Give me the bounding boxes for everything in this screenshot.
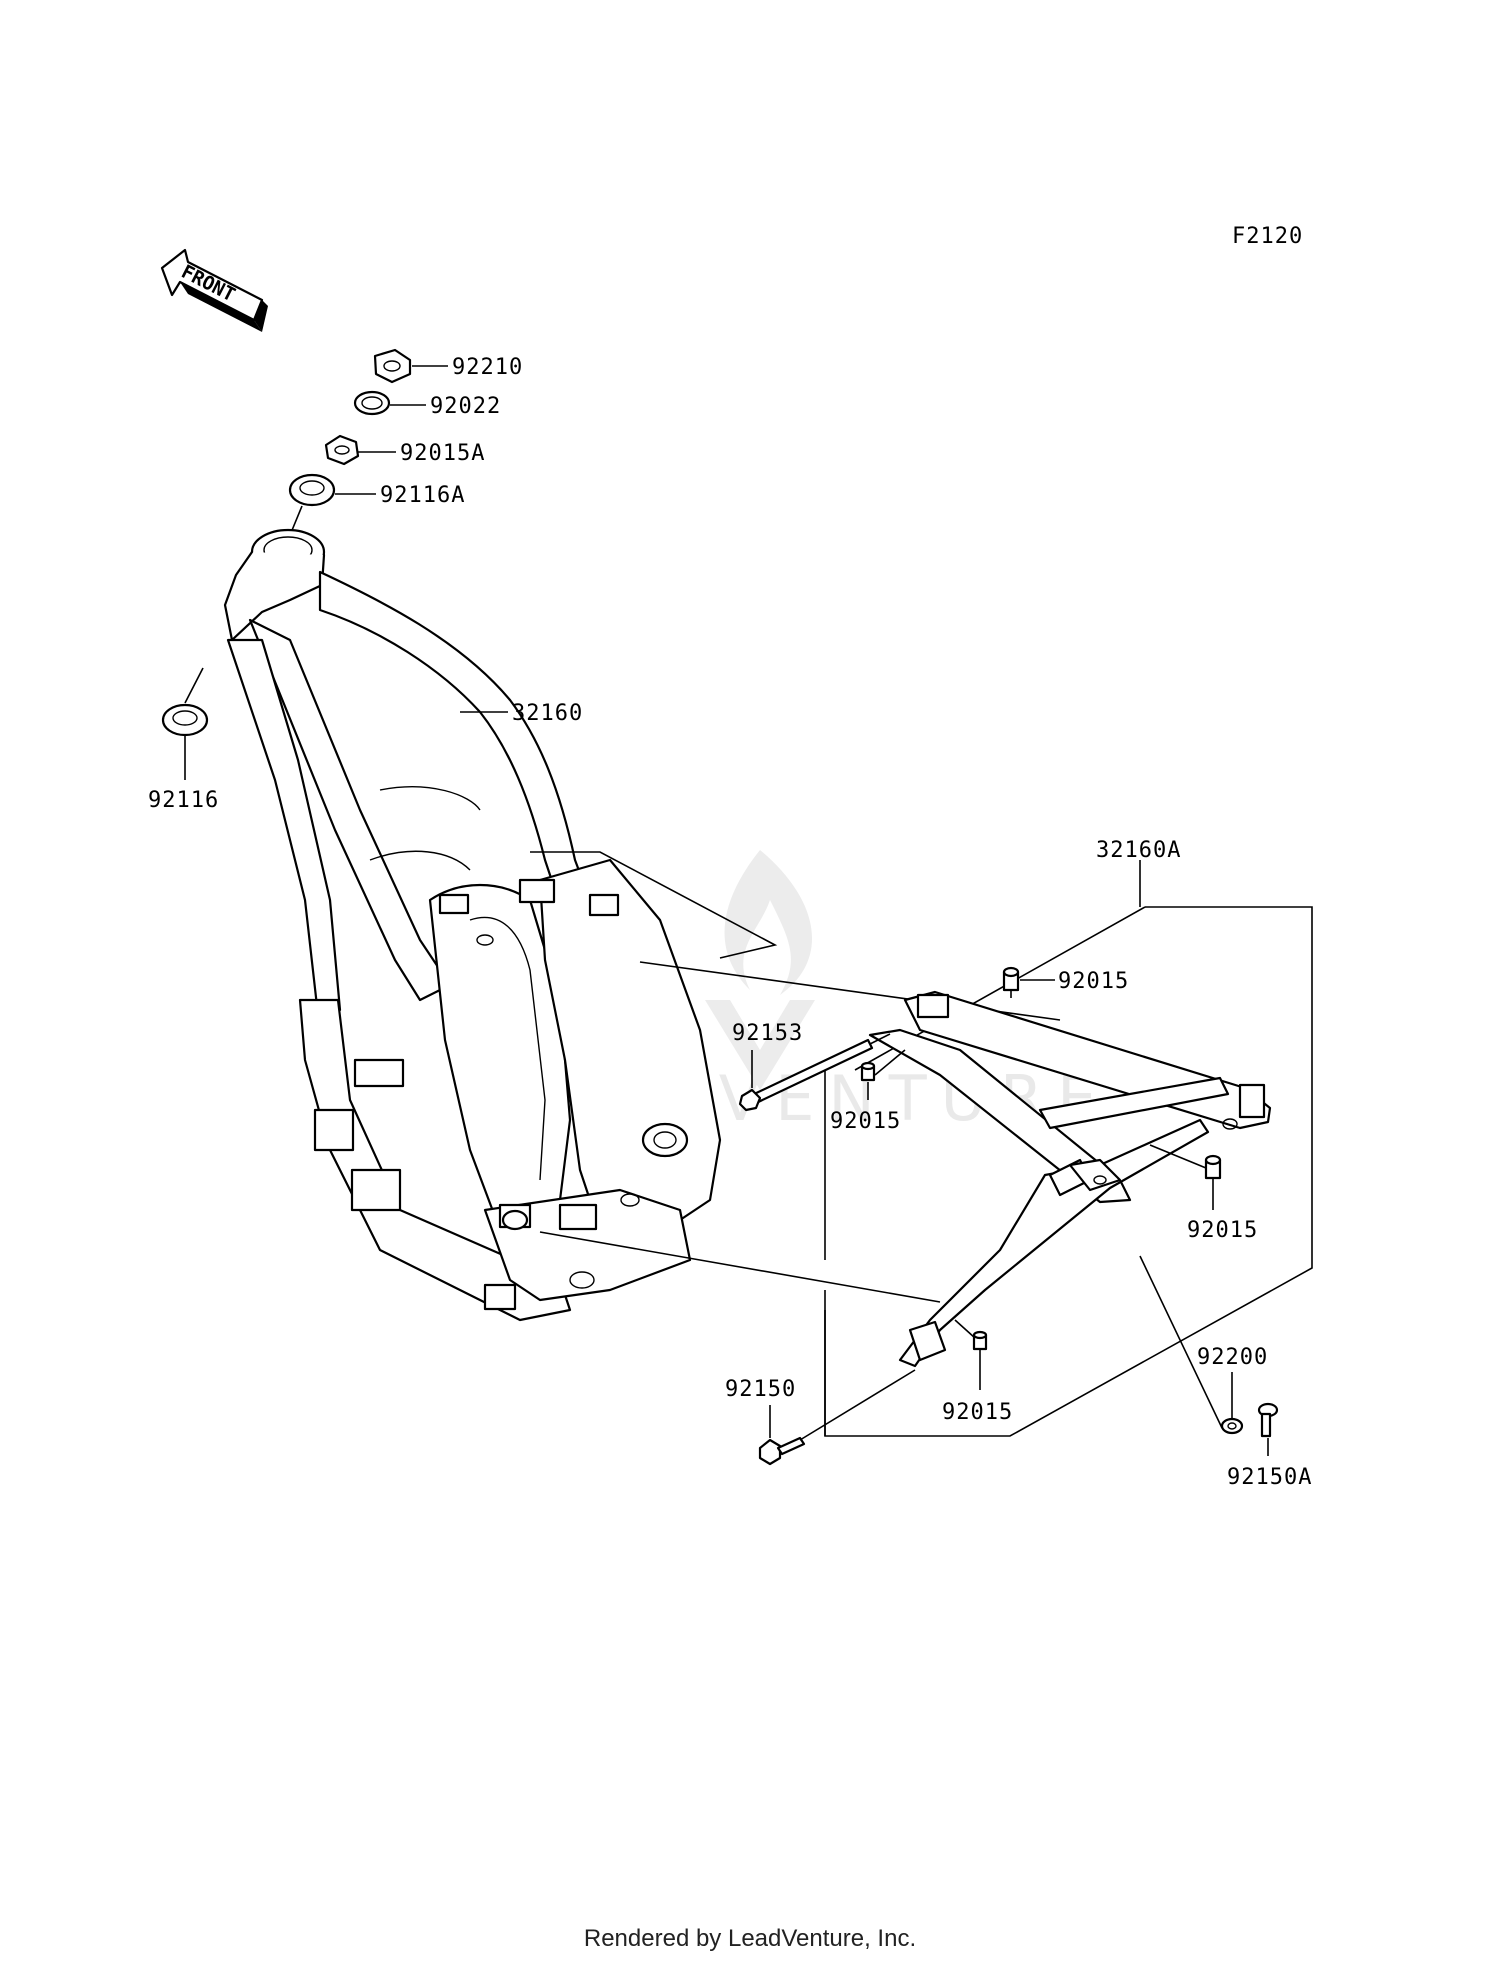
callout-32160: 32160 <box>512 701 583 726</box>
callout-92022: 92022 <box>430 394 501 419</box>
callout-92200: 92200 <box>1197 1345 1268 1370</box>
callout-32160A: 32160A <box>1096 838 1181 863</box>
footer-credit: Rendered by LeadVenture, Inc. <box>583 1925 917 1952</box>
main-frame-32160 <box>223 528 722 1322</box>
nut-92210-icon <box>373 348 412 384</box>
nut-92015A-icon <box>324 434 360 466</box>
bolt-92015-upper-icon <box>1002 966 1020 992</box>
washer-92200-icon <box>1220 1417 1244 1435</box>
bearing-92116-icon <box>161 703 209 737</box>
subframe-32160A <box>868 990 1272 1368</box>
bolt-92150-icon <box>758 1436 806 1466</box>
front-arrow-icon: FRONT <box>160 248 268 332</box>
callout-92210: 92210 <box>452 355 523 380</box>
callout-92116A: 92116A <box>380 483 465 508</box>
callout-92015-mid: 92015 <box>830 1109 901 1134</box>
callout-92150: 92150 <box>725 1377 796 1402</box>
callout-92150A: 92150A <box>1227 1465 1312 1490</box>
callout-92116: 92116 <box>148 788 219 813</box>
bolt-92015-lower-icon <box>972 1330 988 1351</box>
callout-92015-upper: 92015 <box>1058 969 1129 994</box>
callout-92015A: 92015A <box>400 441 485 466</box>
watermark-logo <box>705 850 815 1090</box>
bolt-92153-icon <box>738 1038 874 1112</box>
washer-92022-icon <box>353 390 391 416</box>
callout-92015-lower: 92015 <box>942 1400 1013 1425</box>
bolt-92015-right-icon <box>1204 1154 1222 1180</box>
callout-92153: 92153 <box>732 1021 803 1046</box>
bearing-92116A-icon <box>288 473 336 507</box>
bolt-92150A-icon <box>1257 1402 1279 1438</box>
callout-92015-right: 92015 <box>1187 1218 1258 1243</box>
bolt-92015-mid-icon <box>860 1061 876 1082</box>
diagram-id: F2120 <box>1232 224 1303 249</box>
